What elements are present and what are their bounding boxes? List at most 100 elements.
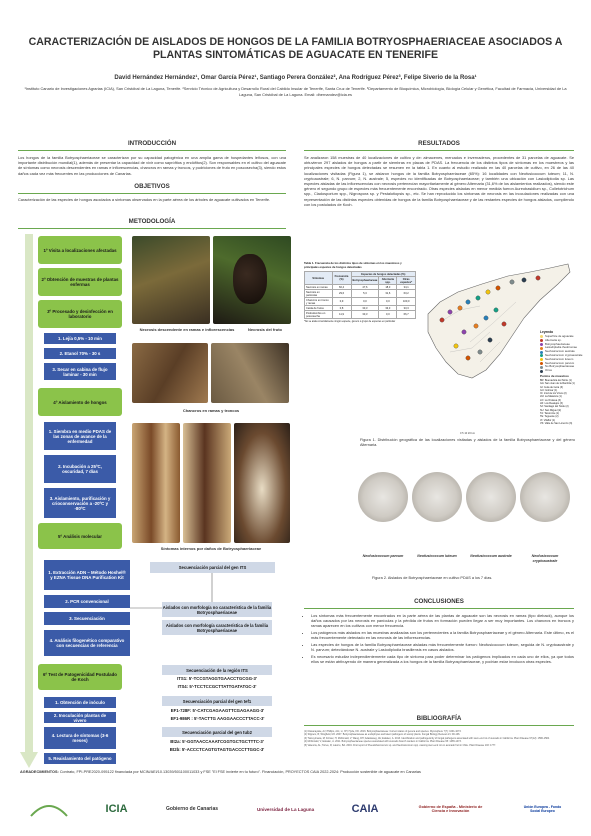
icia-logo: ICIA [105,803,128,815]
legend-swatch [540,346,543,350]
table-cell: 31,6 [378,289,398,299]
results-text: Se analizaron 158 muestras de 40 localiz… [304,155,574,207]
legend-item: No Botryosphaeriaceae [540,365,590,369]
table-cell-symptom: Necrosis en panículas [304,289,333,299]
koch-step-4: 5. Reaislamiento del patógeno [44,753,116,764]
gobierno-canarias-logo: Gobierno de Canarias [166,806,219,812]
step-5-molecular: 5º Análisis molecular [38,523,122,549]
reference: (4) McDonald, V; Eskalen, A. 2011. Botry… [304,740,462,744]
th-botryo: Botryosphaeriaceae [350,276,380,286]
th-symptoms: Síntomas [304,271,333,286]
map-point [495,285,501,291]
congress-logo [29,796,69,822]
legend-item: Lasiodiplodia theobromae [540,346,590,350]
molecular-step-4: 4. Análisis filogenético comparativo con… [44,630,130,656]
map-point [501,321,507,327]
koch-step-3: 4. Lectura de síntomas (3-6 meses) [44,727,116,749]
plate-label-parvum: Neofusicoccum parvum [362,554,404,558]
map-point [487,337,493,343]
caption-cankers: Chancros en ramas y troncos [182,408,240,413]
ministerio-logo: Gobierno de España - Ministerio de Cienc… [418,805,483,813]
isolation-step-3: 3. Aislamiento, purificación y crioconse… [44,488,116,518]
step-1-visit: 1º Visita a localizaciones afectadas [38,236,122,264]
koch-step-2: 2. Inoculación plantas de vivero [44,712,116,723]
photo-necrosis-branches [132,236,210,324]
map-point [465,299,471,305]
plate-label-australe: Neofusicoccum australe [470,554,512,558]
eu-fse-logo: Unión Europea - Fondo Social Europeo [523,805,562,813]
th-alternaria: Alternaria spp. [378,276,398,286]
intro-divider [18,150,286,151]
map-point [457,305,463,311]
legend-item: Superficie de aguacate [540,334,590,339]
intro-heading: INTRODUCCIÓN [127,140,177,147]
map-point [483,315,489,321]
map-point [535,275,541,281]
primer-its4: ITS4: 5'-TCCTCCGCTTATTGATATGC-3' [177,684,257,689]
references: (1) Dissanayake, AJ; Phillips, AJL; Li, … [304,730,574,747]
primer-ef1-728f: EF1-728F: 5'-CATCGAGAAGTTCGAGAAGG-3' [170,708,265,713]
points-list: Puntos de muestreo BR: Buenavista del No… [540,374,590,425]
caption-necrosis-branches: Necrosis descendente en ramas e inflores… [139,327,235,332]
intro-text: Los hongos de la familia Botryosphaeriac… [18,155,286,176]
poster-title: CARACTERIZACIÓN DE AISLADOS DE HONGOS DE… [28,36,563,61]
seq-its-region: Secuenciación de la región ITS [162,665,272,675]
table-cell: 66,7 [396,310,416,320]
process-step-2: 2. Etanol 70% - 30 s [44,348,116,359]
acknowledgements: AGRADECIMIENTOS: Contrato, FPI-PRE2020-0… [20,770,575,774]
photo-internal-2 [183,423,231,543]
table-note: *No se aisla conocidamente ningún especi… [304,320,396,324]
ack-label: AGRADECIMIENTOS: [20,770,59,774]
map-point [521,277,527,283]
legend-label: Otros [545,368,552,373]
table-cell: 0,0 [350,297,380,307]
sampling-point-entry: BR: Buenavista del Norte (1) [540,379,572,382]
legend-swatch [540,339,543,343]
photo-canker-1 [132,343,208,403]
sampling-point-entry: IC: Icod de los Vinos (2) [540,392,567,396]
legend-swatch [540,365,543,369]
map-point [485,289,491,295]
seq-characteristic: Aislados con morfología característica d… [162,620,272,635]
plate-label-cryptoaustrale: Neofusicoccum cryptoaustrale [531,554,559,563]
map-point [453,343,459,349]
process-step-3: 3. Secar en cabina de flujo laminar - 30… [44,363,116,380]
seq-its-label: Secuenciación parcial del gen ITS [150,562,275,573]
sampling-point-entry: VS: Valle de San Lorenzo (3) [540,421,573,425]
plate-parvum [358,472,408,522]
sampling-point-entry: TA: Tacoronte (1) [540,411,560,415]
table-cell: 100,0 [396,297,416,307]
step-6-koch: 6º Test de Patogenicidad Postulado de Ko… [38,664,122,690]
map-point [465,355,471,361]
legend-label: Neofusicoccum australe [545,349,575,354]
legend-item: Neofusicoccum parvum [540,361,590,366]
conclusion-item: Las especies de hongos de la familia Bot… [311,642,574,652]
table-cell: 29,6 [331,289,352,299]
legend-item: Neofusicoccum cryptoaustrale [540,353,590,358]
map-point [477,349,483,355]
legend-label: No Botryosphaeriaceae [545,364,575,369]
sampling-point-entry: VI: Vilaflor (1) [540,418,556,422]
map-point [461,329,467,335]
caption-internal-symptoms: Síntomas internos por daños de Botryosph… [160,546,262,551]
results-divider [304,150,574,151]
legend-label: Alternaria sp. [545,337,562,342]
results-heading: RESULTADOS [418,140,460,147]
isolation-step-1: 1. Siembra en medio PDAS de las zonas de… [44,422,116,450]
photo-internal-1 [132,423,180,543]
legend-label: Neofusicoccum luteum [545,356,574,361]
methodology-divider [18,228,286,229]
legend-item: Alternaria sp. [540,337,590,343]
caia-logo: CAIA [351,803,379,815]
sampling-point-entry: SU: San Miguel (2) [540,408,562,412]
legend-swatch [540,342,543,346]
map-point [473,323,479,329]
step-4-isolation: 4º Aislamiento de hongos [38,388,122,416]
sampling-point-entry: SJ: Santiago del Teide (2) [540,405,569,409]
legend-swatch [540,358,543,362]
affiliations: ¹Instituto Canario de Investigaciones Ag… [24,86,567,97]
sampling-points [439,275,541,361]
seq-tub-label: Secuenciación parcial del gen tub2 [162,727,272,737]
